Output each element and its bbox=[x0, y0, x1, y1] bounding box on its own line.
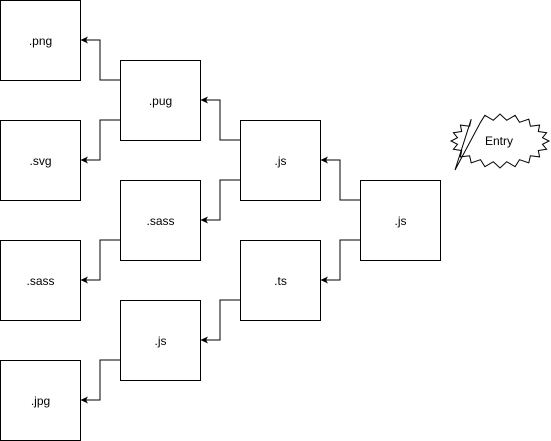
edges-layer bbox=[80, 36, 360, 404]
node-sass-mid-label: .sass bbox=[146, 213, 175, 228]
edge-mid_js-to-pug bbox=[200, 96, 240, 141]
edge-entry_js-to-mid_ts bbox=[320, 239, 360, 284]
node-js-low[interactable]: .js bbox=[120, 300, 201, 381]
node-sass-mid[interactable]: .sass bbox=[120, 180, 201, 261]
node-jpg-label: .jpg bbox=[30, 393, 51, 408]
entry-callout-shape bbox=[449, 113, 551, 171]
node-mid-ts-label: .ts bbox=[274, 273, 287, 288]
edge-mid_ts-to-js_low bbox=[200, 299, 240, 344]
node-jpg[interactable]: .jpg bbox=[0, 360, 81, 441]
node-png-label: .png bbox=[28, 33, 53, 48]
node-svg-label: .svg bbox=[29, 153, 52, 168]
edge-js_low-to-jpg bbox=[80, 359, 120, 404]
node-svg[interactable]: .svg bbox=[0, 120, 81, 201]
node-mid-js[interactable]: .js bbox=[240, 120, 321, 201]
node-js-low-label: .js bbox=[154, 333, 167, 348]
node-sass-leaf-label: .sass bbox=[26, 273, 55, 288]
edge-entry_js-to-mid_js bbox=[320, 156, 360, 201]
node-mid-ts[interactable]: .ts bbox=[240, 240, 321, 321]
node-mid-js-label: .js bbox=[274, 153, 287, 168]
node-pug[interactable]: .pug bbox=[120, 60, 201, 141]
edge-sass_mid-to-sass_leaf bbox=[80, 239, 120, 284]
edge-pug-to-svg bbox=[80, 119, 120, 164]
node-png[interactable]: .png bbox=[0, 0, 81, 81]
node-sass-leaf[interactable]: .sass bbox=[0, 240, 81, 321]
node-entry-js-label: .js bbox=[394, 213, 407, 228]
node-entry-js[interactable]: .js bbox=[360, 180, 441, 261]
node-pug-label: .pug bbox=[148, 93, 173, 108]
edge-pug-to-png bbox=[80, 36, 120, 81]
entry-callout-label: Entry bbox=[485, 134, 514, 148]
edge-mid_js-to-sass_mid bbox=[200, 179, 240, 224]
